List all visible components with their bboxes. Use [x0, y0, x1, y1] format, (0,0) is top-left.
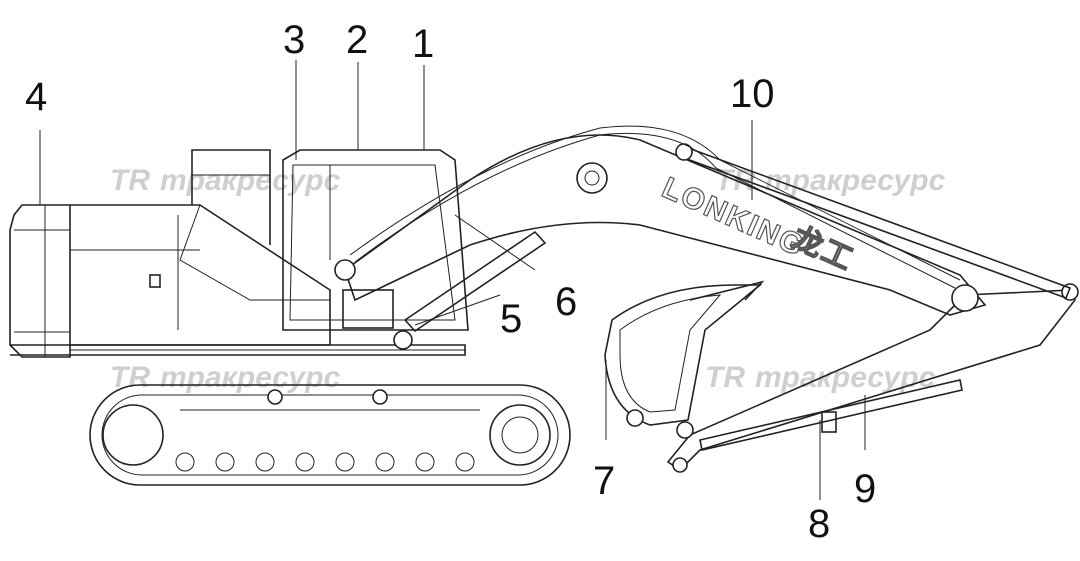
- upper-frame: [10, 344, 466, 356]
- callout-labels: 1 2 3 4 5 6 7 8 9 10: [25, 18, 876, 546]
- handrail: [191, 149, 271, 245]
- callout-2: 2: [346, 18, 368, 62]
- watermark-logo: TR: [110, 361, 150, 394]
- track-rollers: [175, 452, 475, 472]
- watermark-text: тракресурс: [765, 164, 946, 197]
- watermark-top-left: TR тракресурс: [110, 164, 341, 197]
- callout-3: 3: [283, 18, 305, 62]
- counterweight: [9, 204, 71, 358]
- watermark-bottom-left: TR тракресурс: [110, 361, 341, 394]
- bucket: [604, 280, 765, 439]
- watermark-text: тракресурс: [160, 164, 341, 197]
- callout-10: 10: [730, 72, 775, 116]
- leader-6: [454, 214, 536, 271]
- watermark-text: тракресурс: [160, 361, 341, 394]
- watermark-logo: TR: [705, 361, 745, 394]
- callout-8: 8: [808, 502, 830, 546]
- callout-4: 4: [25, 75, 47, 119]
- watermark-bottom-right: TR тракресурс: [705, 361, 936, 394]
- track-assembly: [89, 384, 571, 486]
- boom: LONKING 龙工: [334, 134, 987, 316]
- cab: [282, 149, 469, 331]
- arm-cylinder: [674, 143, 1072, 300]
- leader-lines: [39, 60, 866, 500]
- bucket-cylinder: [699, 379, 963, 451]
- callout-1: 1: [412, 22, 434, 66]
- watermark-text: тракресурс: [755, 361, 936, 394]
- brand-chars: 龙工: [787, 221, 859, 277]
- leader-5: [414, 294, 501, 326]
- callout-6: 6: [555, 280, 577, 324]
- watermark-top-right: TR тракресурс: [715, 164, 946, 197]
- callout-5: 5: [500, 297, 522, 341]
- boom-cylinder: [393, 230, 547, 350]
- callout-7: 7: [593, 459, 615, 503]
- hydraulic-hoses: [349, 125, 961, 289]
- arm: [666, 283, 1079, 473]
- watermark-logo: TR: [110, 164, 150, 197]
- callout-9: 9: [854, 467, 876, 511]
